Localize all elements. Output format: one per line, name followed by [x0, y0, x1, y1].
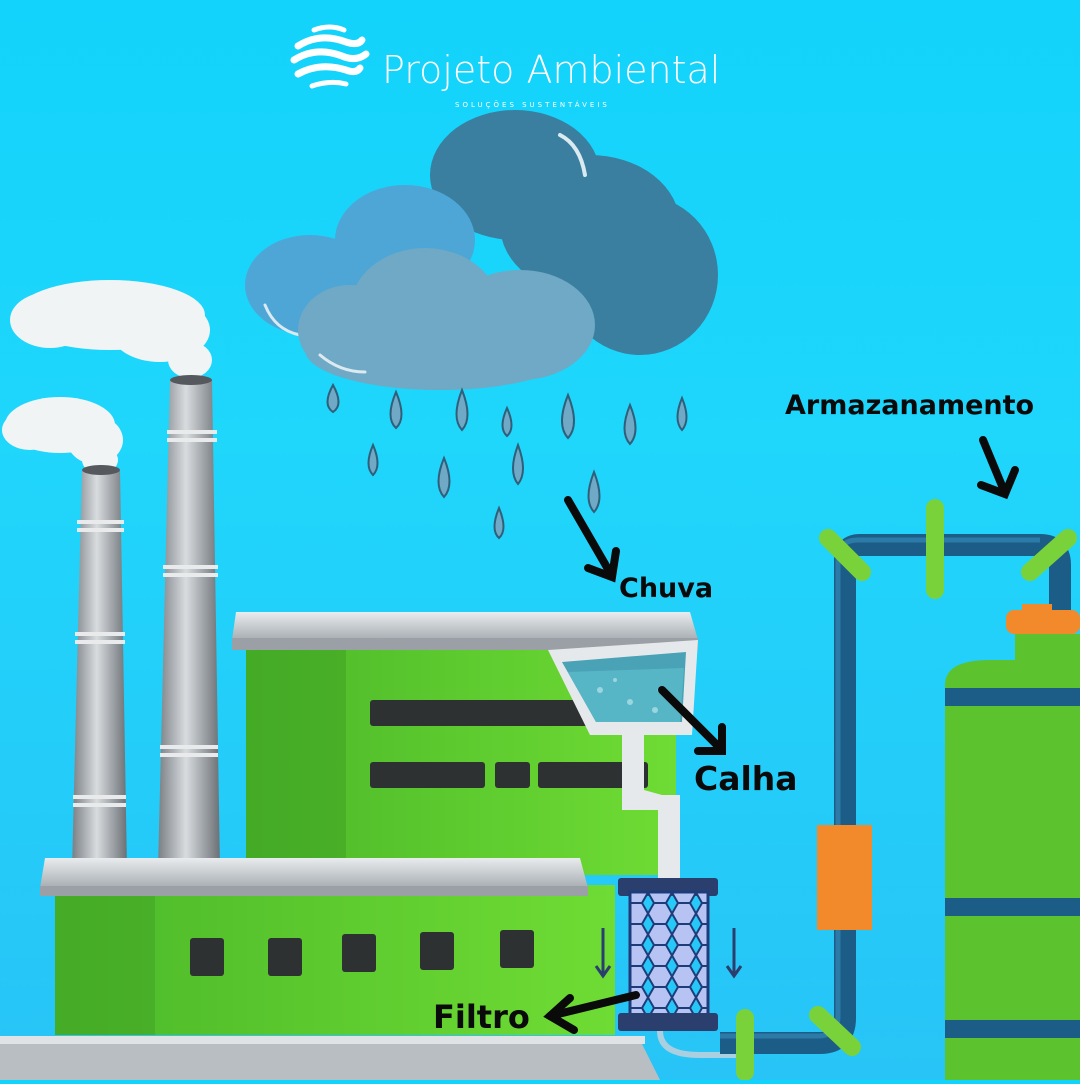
brand-header: Projeto Ambiental SOLUÇÕES SUSTENTÁVEIS [290, 18, 730, 109]
raindrops [326, 382, 688, 540]
pipe-orange-coupling [817, 825, 872, 930]
label-gutter: Calha [694, 759, 798, 798]
rain-cloud-dark [430, 110, 718, 355]
pipe-green-couplings [736, 499, 1077, 1081]
label-rain: Chuva [619, 573, 714, 604]
wave-sphere-icon [290, 24, 370, 89]
arrow-to-rain [564, 496, 620, 583]
label-storage: Armazanamento [785, 390, 1035, 421]
label-filter: Filtro [433, 998, 530, 1036]
flow-arrow-right [725, 928, 743, 979]
brand-name: Projeto Ambiental [382, 48, 721, 92]
arrow-to-storage [977, 436, 1019, 500]
filter-cartridge [618, 878, 740, 1058]
arrow-to-filter [543, 991, 640, 1034]
factory-upper-block [232, 612, 698, 875]
rain-cloud-light [298, 248, 595, 390]
flow-arrow-left [594, 928, 612, 979]
gutter-calha [548, 640, 698, 885]
smoke-cloud-right [10, 280, 212, 378]
factory-lower-block [0, 858, 660, 1080]
chimney-left [72, 465, 127, 870]
arrow-to-gutter [658, 686, 726, 755]
storage-tank [945, 604, 1080, 1080]
smoke-cloud-left [2, 397, 123, 474]
chimney-right [158, 375, 220, 870]
brand-tagline: SOLUÇÕES SUSTENTÁVEIS [455, 101, 610, 109]
